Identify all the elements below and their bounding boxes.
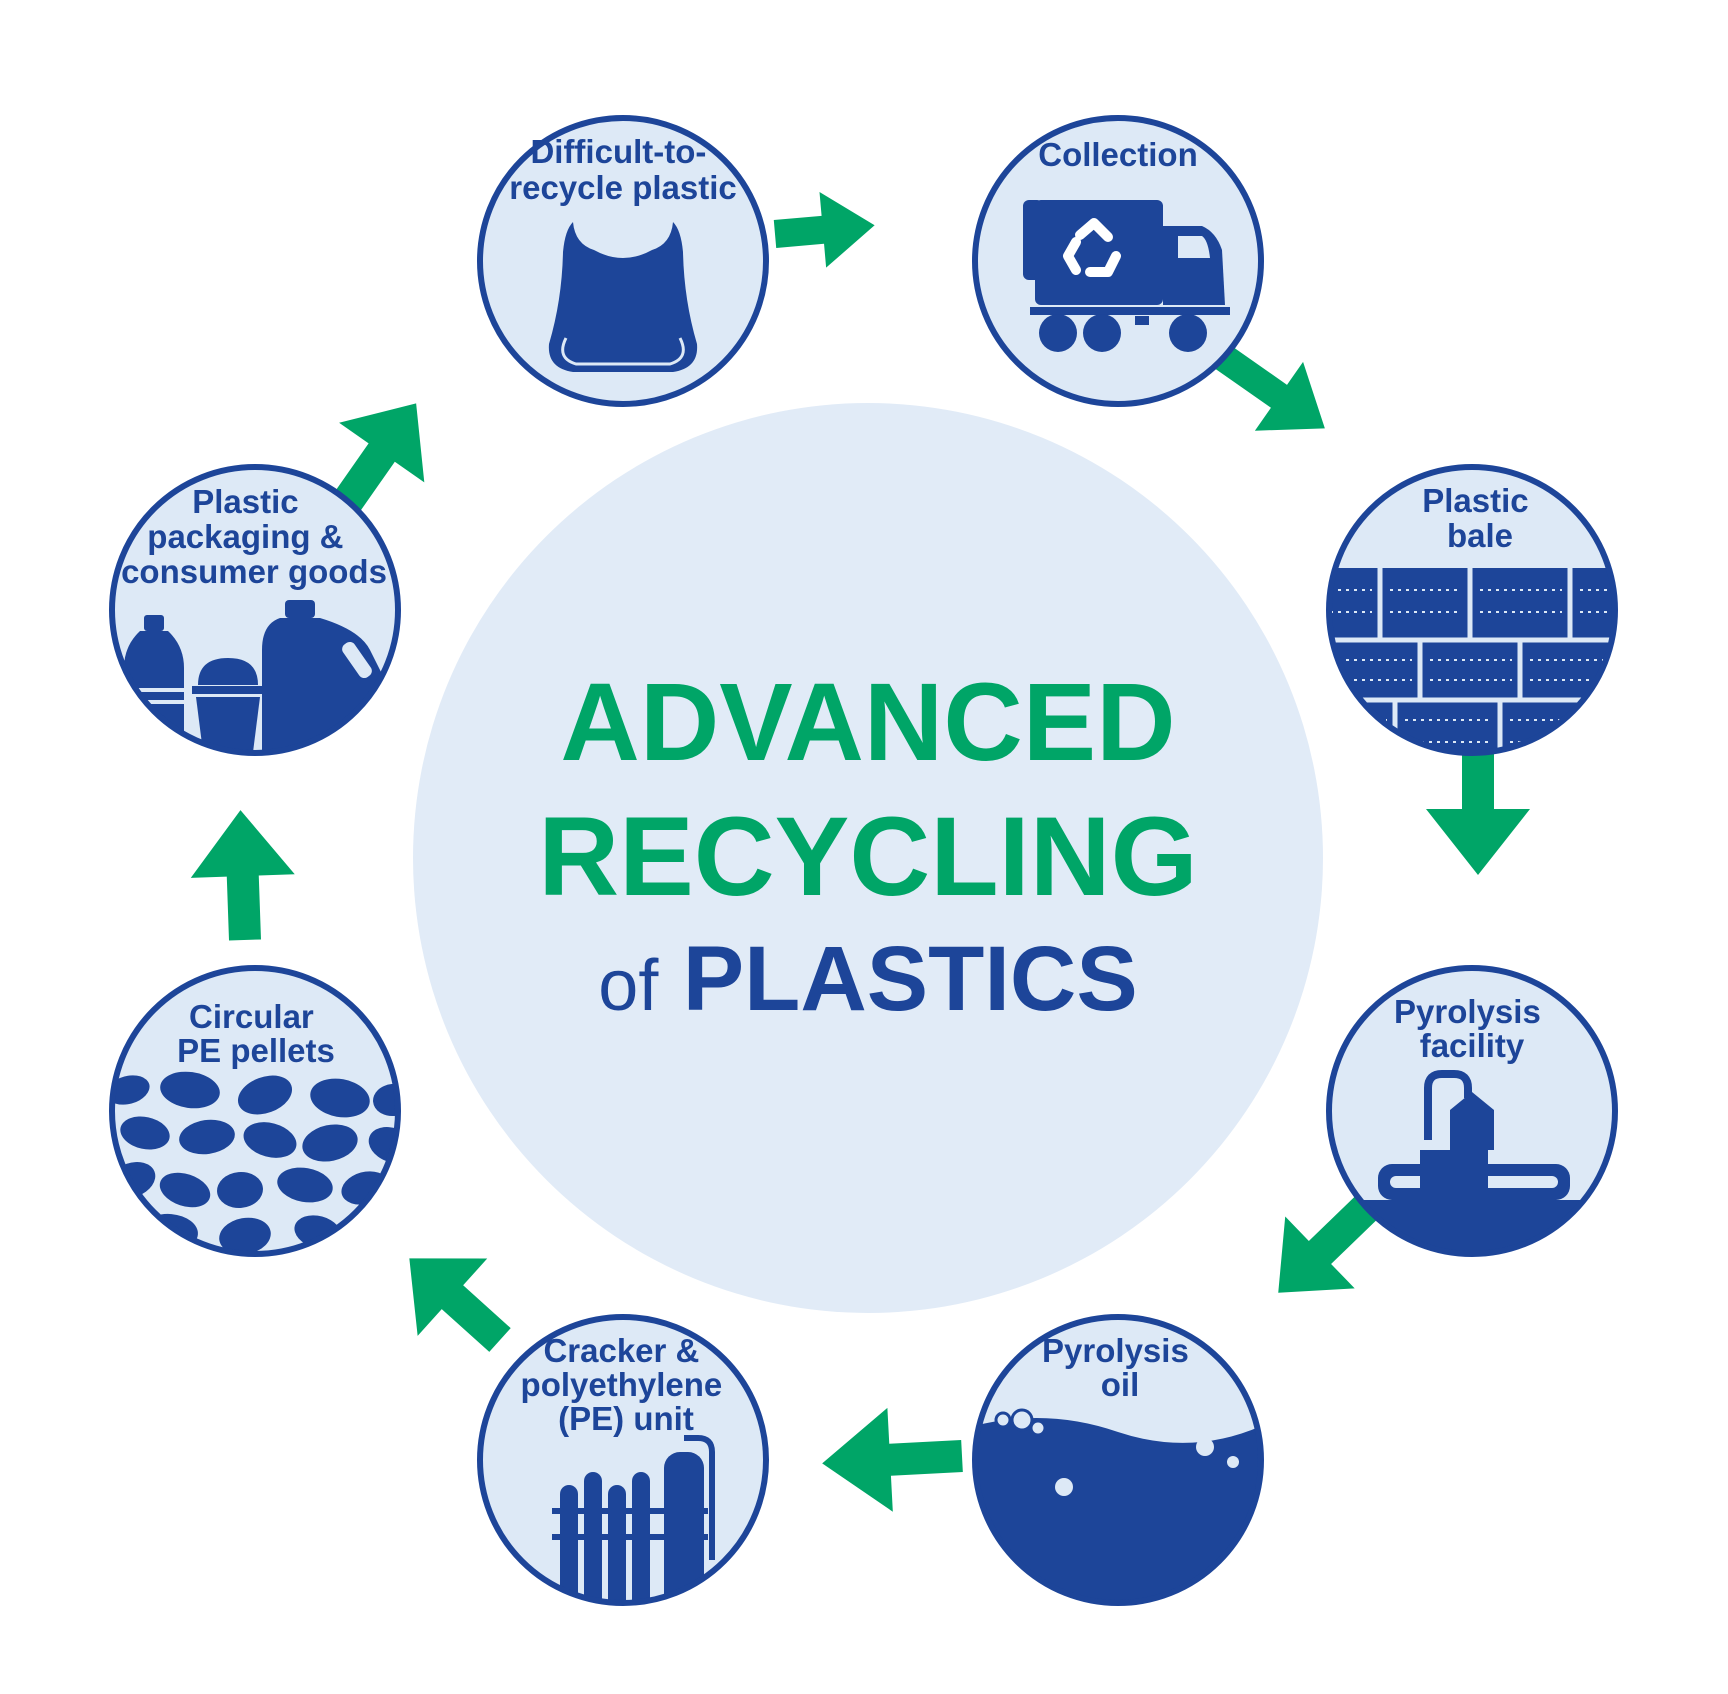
flow-arrows: [190, 191, 1530, 1512]
step-plastic-bale: Plastic bale: [1326, 464, 1618, 756]
arrow-right-icon: [773, 191, 875, 268]
arrow-down-left-icon: [1278, 1196, 1378, 1293]
center-disc: [413, 403, 1323, 1313]
oil-icon: [975, 1408, 1261, 1603]
step-label: Cracker & polyethylene (PE) unit: [521, 1332, 732, 1437]
cracker-unit-icon: [552, 1435, 715, 1603]
step-label: Difficult-to- recycle plastic: [509, 133, 737, 206]
step-label: Pyrolysis oil: [1042, 1332, 1198, 1403]
arrow-up-icon: [190, 810, 295, 941]
plastic-bag-icon: [548, 222, 698, 372]
title-line-1: ADVANCED: [560, 661, 1175, 784]
step-plastic-packaging: Plastic packaging & consumer goods: [109, 464, 401, 756]
arrow-up-right-icon: [331, 403, 425, 515]
recycling-truck-icon: [1023, 200, 1230, 352]
title-line-2: RECYCLING: [538, 794, 1198, 919]
arrow-down-right-icon: [1211, 343, 1325, 431]
plastic-bale-icon: [1329, 568, 1615, 753]
title-plastics: PLASTICS: [683, 928, 1138, 1030]
step-difficult-to-recycle-plastic: Difficult-to- recycle plastic: [477, 115, 769, 407]
step-cracker-pe-unit: Cracker & polyethylene (PE) unit: [477, 1314, 769, 1606]
arrow-up-left-icon: [409, 1258, 511, 1352]
step-label: Collection: [1038, 136, 1198, 173]
step-label: Plastic bale: [1422, 482, 1538, 554]
title-of: of: [598, 946, 659, 1026]
diagram-title: ADVANCED RECYCLING of PLASTICS: [538, 661, 1198, 1030]
step-pyrolysis-oil: Pyrolysis oil: [972, 1314, 1264, 1606]
step-label: Plastic packaging & consumer goods: [121, 483, 387, 590]
step-collection: Collection: [972, 115, 1264, 407]
step-label: Pyrolysis facility: [1394, 993, 1550, 1064]
step-circular-pe-pellets: Circular PE pellets: [109, 965, 401, 1257]
arrow-down-icon: [1426, 745, 1530, 875]
arrow-left-icon: [822, 1407, 963, 1512]
step-label: Circular PE pellets: [177, 998, 335, 1069]
pellets-icon: [112, 1071, 398, 1254]
step-pyrolysis-facility: Pyrolysis facility: [1326, 965, 1618, 1257]
title-line-3: of PLASTICS: [598, 928, 1137, 1030]
